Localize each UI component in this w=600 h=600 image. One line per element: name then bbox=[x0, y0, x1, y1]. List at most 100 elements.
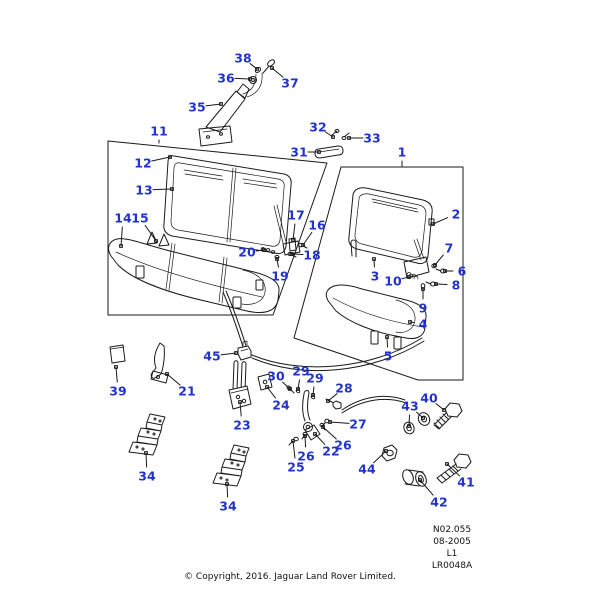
callout-45[interactable]: 45 bbox=[203, 349, 238, 364]
callout-number[interactable]: 31 bbox=[290, 145, 307, 160]
callout-29[interactable]: 29 bbox=[306, 371, 324, 397]
callout-number[interactable]: 7 bbox=[445, 241, 454, 256]
callout-11[interactable]: 11 bbox=[150, 124, 168, 144]
callout-number[interactable]: 26 bbox=[334, 438, 352, 453]
callout-number[interactable]: 32 bbox=[309, 120, 326, 135]
callout-number[interactable]: 18 bbox=[303, 248, 320, 263]
callout-number[interactable]: 29 bbox=[292, 364, 309, 379]
callout-14[interactable]: 14 bbox=[114, 211, 132, 248]
callout-number[interactable]: 42 bbox=[430, 495, 447, 510]
callout-28[interactable]: 28 bbox=[326, 381, 353, 403]
callout-27[interactable]: 27 bbox=[328, 417, 367, 432]
callout-17[interactable]: 17 bbox=[287, 208, 305, 242]
belt-anchor-assembly bbox=[198, 59, 275, 147]
callout-26[interactable]: 26 bbox=[297, 434, 315, 464]
callout-number[interactable]: 29 bbox=[306, 371, 323, 386]
callout-number[interactable]: 23 bbox=[233, 418, 250, 433]
callout-number[interactable]: 34 bbox=[138, 469, 156, 484]
callout-8[interactable]: 8 bbox=[434, 278, 461, 293]
callout-32[interactable]: 32 bbox=[309, 120, 335, 139]
callout-number[interactable]: 17 bbox=[287, 208, 304, 223]
callout-34[interactable]: 34 bbox=[219, 482, 237, 514]
callout-number[interactable]: 24 bbox=[272, 398, 290, 413]
callout-number[interactable]: 30 bbox=[267, 369, 285, 384]
callout-4[interactable]: 4 bbox=[408, 317, 428, 332]
callout-31[interactable]: 31 bbox=[290, 145, 321, 160]
callout-number[interactable]: 38 bbox=[234, 51, 251, 66]
callout-10[interactable]: 10 bbox=[384, 274, 411, 289]
callout-29[interactable]: 29 bbox=[292, 364, 310, 391]
callout-number[interactable]: 44 bbox=[358, 462, 376, 477]
callout-33[interactable]: 33 bbox=[347, 131, 381, 146]
callout-39[interactable]: 39 bbox=[109, 365, 127, 399]
callout-6[interactable]: 6 bbox=[443, 264, 467, 279]
callout-37[interactable]: 37 bbox=[270, 66, 299, 91]
callout-40[interactable]: 40 bbox=[420, 391, 446, 412]
callout-number[interactable]: 22 bbox=[322, 444, 339, 459]
callout-34[interactable]: 34 bbox=[138, 451, 156, 484]
callout-number[interactable]: 9 bbox=[419, 301, 428, 316]
callout-number[interactable]: 37 bbox=[281, 76, 298, 91]
callout-number[interactable]: 16 bbox=[308, 218, 326, 233]
callout-44[interactable]: 44 bbox=[358, 449, 388, 477]
callout-number[interactable]: 33 bbox=[363, 131, 380, 146]
callout-number[interactable]: 34 bbox=[219, 499, 237, 514]
callout-number[interactable]: 43 bbox=[401, 399, 418, 414]
callout-24[interactable]: 24 bbox=[265, 385, 290, 413]
callout-13[interactable]: 13 bbox=[135, 183, 174, 198]
callout-number[interactable]: 36 bbox=[217, 71, 235, 86]
callout-15[interactable]: 15 bbox=[131, 211, 158, 243]
callout-number[interactable]: 2 bbox=[452, 207, 461, 222]
callout-35[interactable]: 35 bbox=[188, 100, 223, 115]
callout-number[interactable]: 13 bbox=[135, 183, 152, 198]
callout-41[interactable]: 41 bbox=[445, 462, 475, 490]
leader-dot bbox=[421, 287, 425, 291]
callout-number[interactable]: 14 bbox=[114, 211, 132, 226]
callout-42[interactable]: 42 bbox=[418, 478, 448, 510]
callout-23[interactable]: 23 bbox=[233, 400, 251, 433]
callout-36[interactable]: 36 bbox=[217, 71, 252, 86]
callout-number[interactable]: 10 bbox=[384, 274, 402, 289]
callout-number[interactable]: 1 bbox=[398, 145, 407, 160]
callout-18[interactable]: 18 bbox=[290, 248, 321, 263]
callout-21[interactable]: 21 bbox=[165, 372, 196, 399]
callout-number[interactable]: 39 bbox=[109, 384, 126, 399]
callout-5[interactable]: 5 bbox=[384, 335, 393, 364]
callout-number[interactable]: 15 bbox=[131, 211, 148, 226]
callout-number[interactable]: 27 bbox=[349, 417, 366, 432]
callout-number[interactable]: 28 bbox=[335, 381, 352, 396]
leader-dot bbox=[445, 462, 449, 466]
callout-1[interactable]: 1 bbox=[398, 145, 407, 167]
callout-number[interactable]: 21 bbox=[178, 384, 195, 399]
callout-number[interactable]: 19 bbox=[271, 269, 288, 284]
callout-number[interactable]: 12 bbox=[134, 156, 151, 171]
callout-number[interactable]: 35 bbox=[188, 100, 205, 115]
callout-number[interactable]: 40 bbox=[420, 391, 438, 406]
callout-number[interactable]: 4 bbox=[419, 317, 428, 332]
callout-7[interactable]: 7 bbox=[433, 241, 454, 267]
callout-number[interactable]: 20 bbox=[238, 245, 256, 260]
callout-22[interactable]: 22 bbox=[313, 432, 340, 459]
callout-number[interactable]: 45 bbox=[203, 349, 220, 364]
callout-43[interactable]: 43 bbox=[401, 399, 425, 428]
callout-number[interactable]: 5 bbox=[384, 349, 393, 364]
callout-30[interactable]: 30 bbox=[267, 369, 292, 391]
callout-number[interactable]: 11 bbox=[150, 124, 167, 139]
callout-number[interactable]: 26 bbox=[297, 449, 315, 464]
callout-number[interactable]: 3 bbox=[371, 269, 380, 284]
callout-26[interactable]: 26 bbox=[321, 425, 352, 453]
callout-number[interactable]: 41 bbox=[457, 475, 474, 490]
callout-3[interactable]: 3 bbox=[371, 257, 380, 284]
doc-info-line: LR0048A bbox=[431, 561, 473, 571]
callout-number[interactable]: 8 bbox=[452, 278, 461, 293]
callout-16[interactable]: 16 bbox=[301, 218, 326, 247]
callout-number[interactable]: 6 bbox=[458, 264, 467, 279]
callout-20[interactable]: 20 bbox=[238, 245, 266, 260]
callout-25[interactable]: 25 bbox=[287, 439, 305, 475]
callout-2[interactable]: 2 bbox=[431, 207, 461, 226]
callout-number[interactable]: 25 bbox=[287, 460, 304, 475]
callout-19[interactable]: 19 bbox=[271, 257, 289, 284]
callout-12[interactable]: 12 bbox=[134, 155, 172, 171]
callout-9[interactable]: 9 bbox=[419, 287, 428, 316]
callout-38[interactable]: 38 bbox=[234, 51, 259, 71]
